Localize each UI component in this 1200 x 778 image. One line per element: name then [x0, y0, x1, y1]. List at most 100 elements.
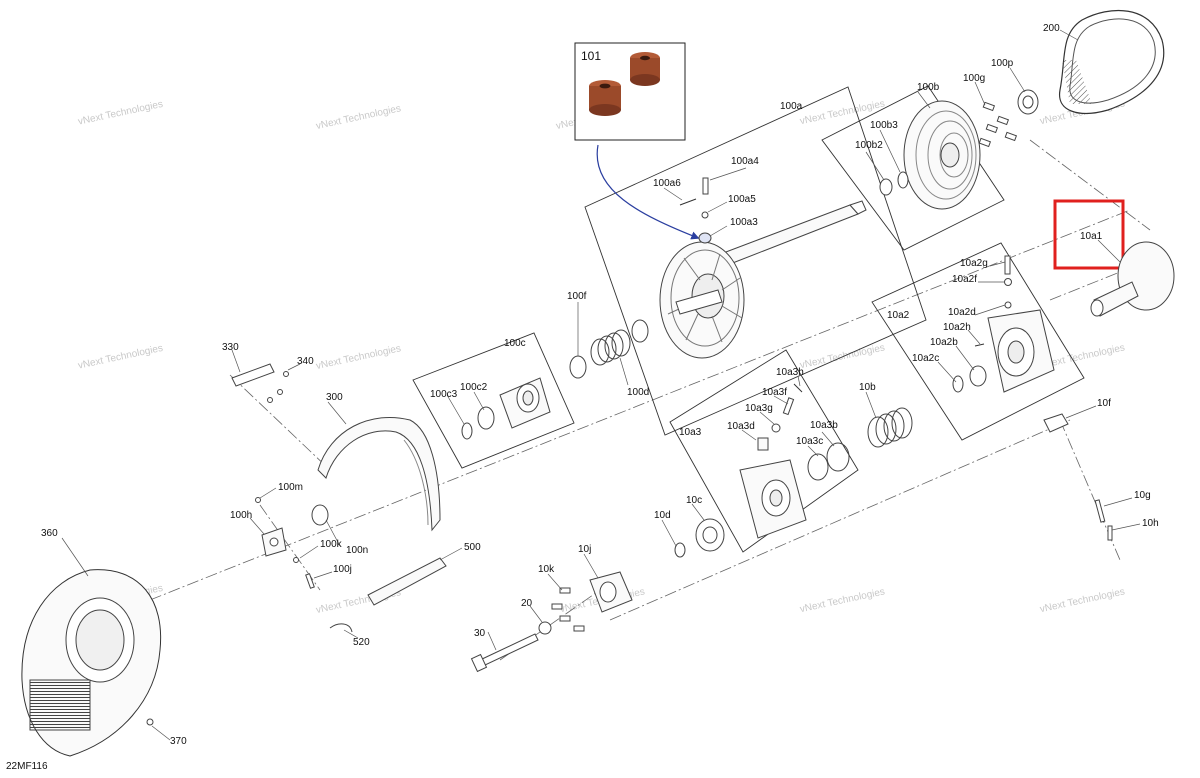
- callout-10h[interactable]: 10h: [1142, 518, 1159, 529]
- nut-10a3g-part[interactable]: [771, 423, 781, 433]
- callout-10a2b[interactable]: 10a2b: [930, 337, 958, 348]
- callout-520[interactable]: 520: [353, 637, 370, 648]
- callout-100j[interactable]: 100j: [333, 564, 352, 575]
- callout-10k[interactable]: 10k: [538, 564, 555, 575]
- callout-100d[interactable]: 100d: [627, 387, 649, 398]
- ring-100f-part[interactable]: [569, 355, 587, 379]
- screw-10a2g-part[interactable]: [1004, 255, 1011, 275]
- callout-100g[interactable]: 100g: [963, 73, 985, 84]
- bracket-500-part[interactable]: [367, 557, 447, 606]
- clip-520-part[interactable]: [329, 623, 353, 633]
- callout-10a3f[interactable]: 10a3f: [762, 387, 787, 398]
- screw-10k-part[interactable]: [551, 603, 563, 610]
- callout-10a2c[interactable]: 10a2c: [912, 353, 939, 364]
- callout-10a2d[interactable]: 10a2d: [948, 307, 976, 318]
- pin-10a2h-part[interactable]: [974, 343, 985, 347]
- ring-100c2-part[interactable]: [477, 406, 495, 430]
- spacer-10a3d-part[interactable]: [757, 437, 769, 451]
- washer-10a2d-part[interactable]: [1004, 301, 1012, 309]
- callout-10d[interactable]: 10d: [654, 510, 671, 521]
- callout-10a3[interactable]: 10a3: [679, 427, 702, 438]
- callout-330[interactable]: 330: [222, 342, 239, 353]
- callout-100p[interactable]: 100p: [991, 58, 1014, 69]
- callout-100a[interactable]: 100a: [780, 101, 803, 112]
- screw-340-part[interactable]: [267, 397, 273, 403]
- callout-100c3[interactable]: 100c3: [430, 389, 458, 400]
- pin-100a6-part[interactable]: [679, 198, 697, 206]
- screw-10k-part[interactable]: [573, 625, 585, 632]
- ring-100d-outer-part[interactable]: [631, 319, 649, 343]
- screw-340-part[interactable]: [277, 389, 283, 395]
- screw-100a4-part[interactable]: [702, 177, 709, 195]
- ring-10d-part[interactable]: [674, 542, 686, 558]
- callout-10a3g[interactable]: 10a3g: [745, 403, 773, 414]
- ring-100b2-part[interactable]: [879, 178, 893, 196]
- inset-101[interactable]: 101: [574, 42, 686, 141]
- hub-10j-part[interactable]: [589, 571, 633, 613]
- screw-10k-part[interactable]: [559, 615, 571, 622]
- ring-10a3b-part[interactable]: [826, 442, 850, 472]
- screws-100g-part[interactable]: [978, 101, 1018, 148]
- callout-10a2f[interactable]: 10a2f: [952, 274, 977, 285]
- callout-10a3h[interactable]: 10a3h: [776, 367, 804, 378]
- screw-100m-part[interactable]: [255, 497, 261, 503]
- screw-100j-part[interactable]: [305, 573, 315, 589]
- washer-100n-part[interactable]: [311, 504, 329, 526]
- callout-100b2[interactable]: 100b2: [855, 140, 883, 151]
- pin-10g-part[interactable]: [1094, 499, 1106, 523]
- drive-belt-part[interactable]: [1059, 9, 1165, 114]
- spring-10b-part[interactable]: [867, 407, 913, 448]
- callout-10j[interactable]: 10j: [578, 544, 591, 555]
- nut-10a2f-part[interactable]: [1004, 278, 1012, 286]
- pin-10a3h-part[interactable]: [793, 383, 803, 393]
- belt-guard-300-part[interactable]: [317, 416, 441, 532]
- callout-100h[interactable]: 100h: [230, 510, 252, 521]
- bushing-10a2b-part[interactable]: [969, 365, 987, 387]
- callout-370[interactable]: 370: [170, 736, 187, 747]
- cover-10a2-part[interactable]: [987, 309, 1055, 393]
- washer-100a5-part[interactable]: [701, 211, 709, 219]
- clip-10f-part[interactable]: [1043, 413, 1069, 433]
- bolt-30-part[interactable]: [470, 633, 539, 673]
- callout-100b[interactable]: 100b: [917, 82, 940, 93]
- callout-100n[interactable]: 100n: [346, 545, 368, 556]
- screw-10k-part[interactable]: [559, 587, 571, 594]
- highlight-box[interactable]: [1053, 199, 1125, 270]
- callout-10a1[interactable]: 10a1: [1080, 231, 1103, 242]
- screw-340-part[interactable]: [283, 371, 289, 377]
- callout-100f[interactable]: 100f: [567, 291, 587, 302]
- callout-10a3b[interactable]: 10a3b: [810, 420, 838, 431]
- shaft-100a-part[interactable]: [717, 200, 867, 267]
- bushing-100a3-part[interactable]: [698, 232, 712, 244]
- screw-100k-part[interactable]: [293, 557, 299, 563]
- washer-20-part[interactable]: [538, 621, 552, 635]
- driven-pulley-100b-part[interactable]: [903, 100, 981, 210]
- callout-100a4[interactable]: 100a4: [731, 156, 759, 167]
- callout-10a3d[interactable]: 10a3d: [727, 421, 755, 432]
- bracket-330-part[interactable]: [231, 363, 275, 387]
- ring-10a3c-part[interactable]: [807, 453, 829, 481]
- callout-100b3[interactable]: 100b3: [870, 120, 898, 131]
- callout-340[interactable]: 340: [297, 356, 314, 367]
- sleeve-10a1-part[interactable]: [1090, 241, 1175, 317]
- ring-100b3-part[interactable]: [897, 171, 909, 189]
- housing-10a3-part[interactable]: [739, 459, 807, 539]
- callout-30[interactable]: 30: [474, 628, 486, 639]
- callout-10f[interactable]: 10f: [1097, 398, 1111, 409]
- callout-100c[interactable]: 100c: [504, 338, 526, 349]
- ring-10a2c-part[interactable]: [952, 375, 964, 393]
- callout-100a3[interactable]: 100a3: [730, 217, 758, 228]
- ring-100c3-part[interactable]: [461, 422, 473, 440]
- fixed-sheave-100a-part[interactable]: [659, 241, 745, 359]
- spring-100d-part[interactable]: [590, 329, 631, 366]
- callout-360[interactable]: 360: [41, 528, 58, 539]
- callout-10a2g[interactable]: 10a2g: [960, 258, 988, 269]
- callout-10a3c[interactable]: 10a3c: [796, 436, 823, 447]
- bearing-100p-part[interactable]: [1017, 89, 1039, 115]
- callout-10b[interactable]: 10b: [859, 382, 876, 393]
- callout-10c[interactable]: 10c: [686, 495, 702, 506]
- bracket-100h-part[interactable]: [261, 527, 287, 557]
- callout-100a6[interactable]: 100a6: [653, 178, 681, 189]
- callout-100m[interactable]: 100m: [278, 482, 303, 493]
- callout-10g[interactable]: 10g: [1134, 490, 1151, 501]
